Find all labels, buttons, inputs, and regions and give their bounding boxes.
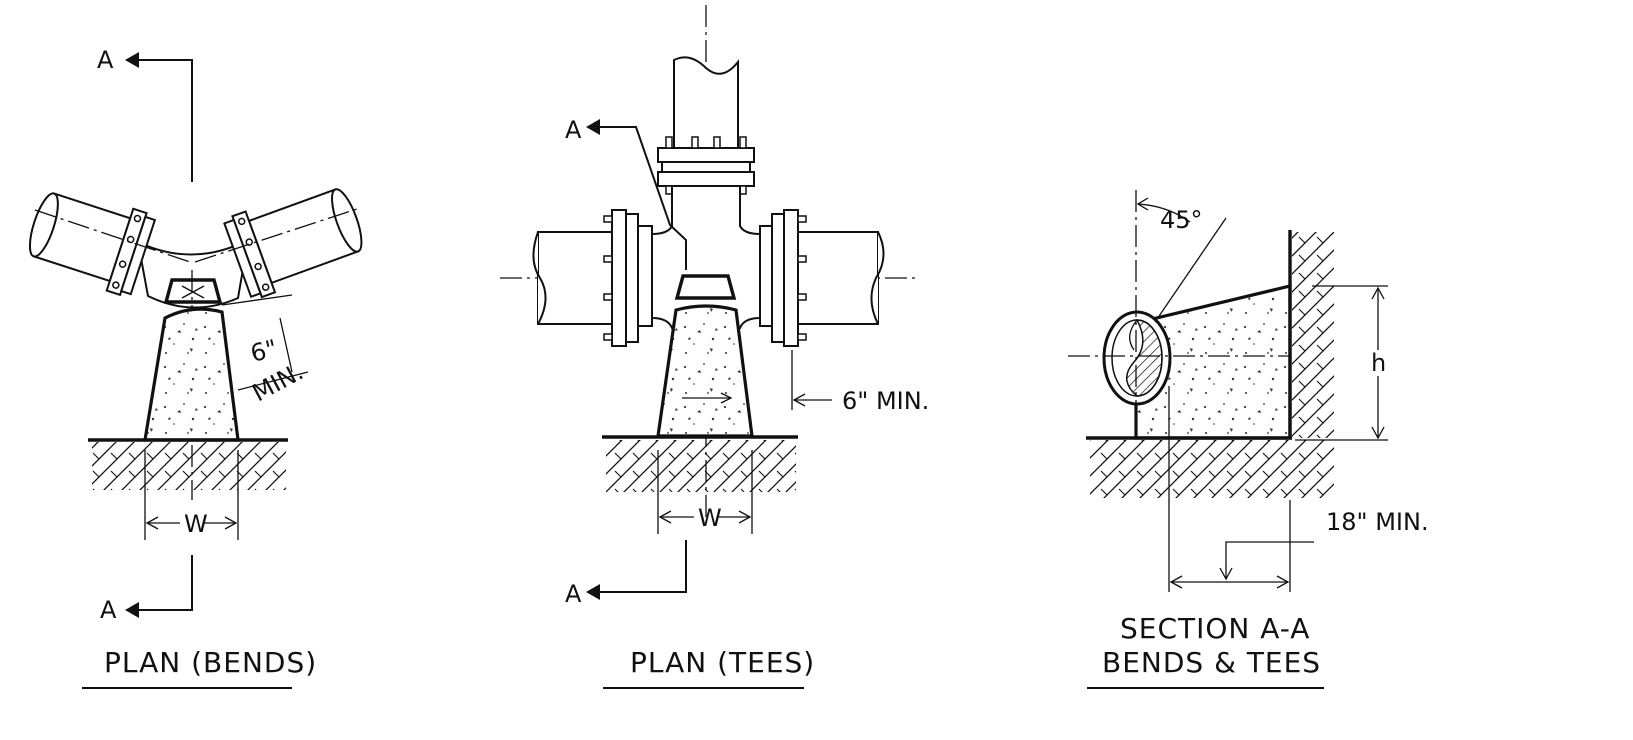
arrow-icon [145,516,159,530]
arrow-icon [224,516,238,530]
arrow-icon [1136,197,1149,211]
section-cut-line-top [598,126,687,270]
depth-dimension: 18" MIN. [1326,508,1429,536]
arrow-left-icon [125,52,139,68]
view-subtitle-section: BENDS & TEES [1102,646,1321,679]
section-marker-top: A [97,46,114,74]
thrust-block-concrete [656,304,754,438]
view-title-plan-bends: PLAN (BENDS) [104,646,317,679]
arrow-icon [1276,575,1290,589]
pipe-left [537,231,613,325]
width-dimension: W [698,504,722,532]
leader-line [1225,541,1314,578]
centerline [34,209,191,263]
pipe-right [797,231,879,325]
thrust-block-concrete [143,307,240,442]
pipe-left [28,192,157,297]
flange [657,171,755,187]
arrow-icon [1371,426,1385,440]
pipe-right [223,188,363,299]
section-cut-line-bottom [130,555,193,611]
flange [611,209,627,347]
arrow-left-icon [125,602,139,618]
view-title-plan-tees: PLAN (TEES) [630,646,815,679]
view-title-section: SECTION A-A [1120,612,1310,645]
ground-hatch [92,442,286,490]
section-marker-top: A [565,116,582,144]
flange [657,147,755,163]
wall-hatch [1292,232,1334,438]
clearance-dimension: 6" [248,334,280,368]
section-cut-line-bottom [600,540,687,593]
angle-label: 45° [1160,206,1203,234]
pipe-branch [673,56,739,149]
flange-bolts [797,215,807,341]
height-dimension: h [1371,349,1386,377]
block-cap [163,278,223,304]
plan-bends-view: A A [28,46,363,689]
clearance-dimension: 6" MIN. [842,387,929,415]
section-cut-line-top [130,59,193,182]
plan-tees-view: A A W 6" MIN. PLAN (TEES) [500,5,929,689]
angle-line [1154,217,1227,323]
arrow-icon [1371,286,1385,300]
flange-bolts [603,215,613,341]
arrow-left-icon [586,584,600,600]
width-dimension: W [184,510,208,538]
block-cap [674,274,737,300]
arrow-icon [792,393,806,407]
flange [783,209,799,347]
section-aa-view: 45° h 18" MIN. SECTION A-A BENDS & TEES [1068,190,1429,689]
arrow-icon [1169,575,1183,589]
ground-hatch [1090,440,1334,498]
arrow-icon [658,510,672,524]
section-marker-bottom: A [100,596,117,624]
section-marker-bottom: A [565,580,582,608]
arrow-left-icon [586,119,600,135]
ground-hatch [606,440,796,492]
arrow-icon [738,510,752,524]
centerline [194,207,361,263]
